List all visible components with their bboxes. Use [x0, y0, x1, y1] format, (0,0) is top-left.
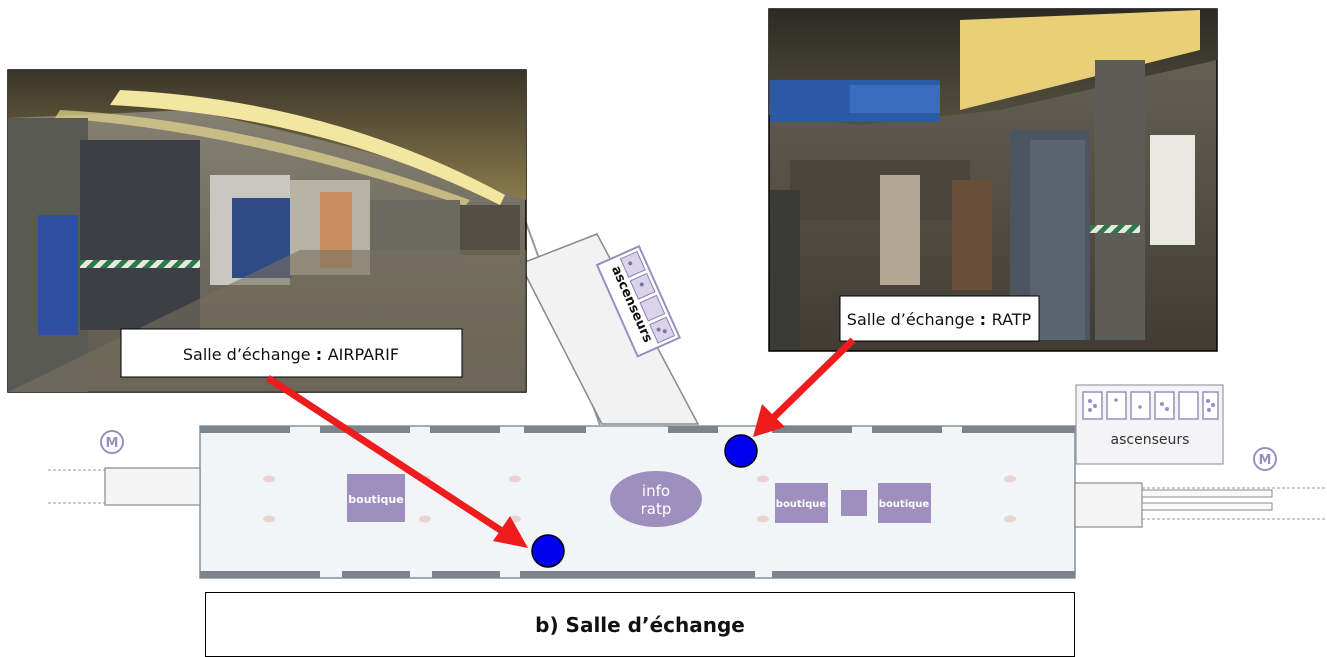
elevator-corridor: ascenseurs [518, 219, 700, 426]
shop-right: boutique [878, 483, 931, 523]
arrow-ratp [753, 337, 856, 437]
svg-text:ratp: ratp [641, 500, 672, 518]
svg-text:ascenseurs: ascenseurs [1111, 432, 1190, 448]
svg-text:M: M [106, 436, 119, 451]
shop-mid: boutique [775, 483, 828, 523]
svg-text:boutique: boutique [348, 493, 403, 506]
arrow-airparif [266, 375, 528, 548]
metro-icon-right [1253, 447, 1277, 471]
svg-text:info: info [642, 482, 670, 500]
metro-connection-right: M [1074, 447, 1327, 528]
caption-text: b) Salle d’échange [535, 613, 745, 637]
metro-icon-left [100, 430, 124, 454]
svg-text:Salle d’échange : AIRPARIF: Salle d’échange : AIRPARIF [183, 345, 399, 364]
metro-connection-left: M [48, 430, 201, 506]
svg-text:M: M [1259, 453, 1272, 468]
svg-text:Salle d’échange : RATP: Salle d’échange : RATP [847, 310, 1032, 329]
photo-label-ratp: Salle d’échange : RATP [839, 295, 1040, 342]
marker-ratp [724, 434, 758, 468]
kiosk-square [841, 490, 867, 516]
figure-caption: b) Salle d’échange [205, 592, 1075, 657]
elevator-block-right: ascenseurs [1075, 384, 1224, 465]
exchange-hall: boutique boutique boutique info ratp [199, 425, 1076, 579]
shop-left: boutique [347, 474, 405, 522]
svg-text:boutique: boutique [776, 499, 827, 510]
info-ratp: info ratp [610, 471, 702, 527]
photo-label-airparif: Salle d’échange : AIRPARIF [120, 328, 463, 378]
marker-airparif [531, 534, 565, 568]
photo-ratp [768, 8, 1218, 352]
svg-text:boutique: boutique [879, 499, 930, 510]
